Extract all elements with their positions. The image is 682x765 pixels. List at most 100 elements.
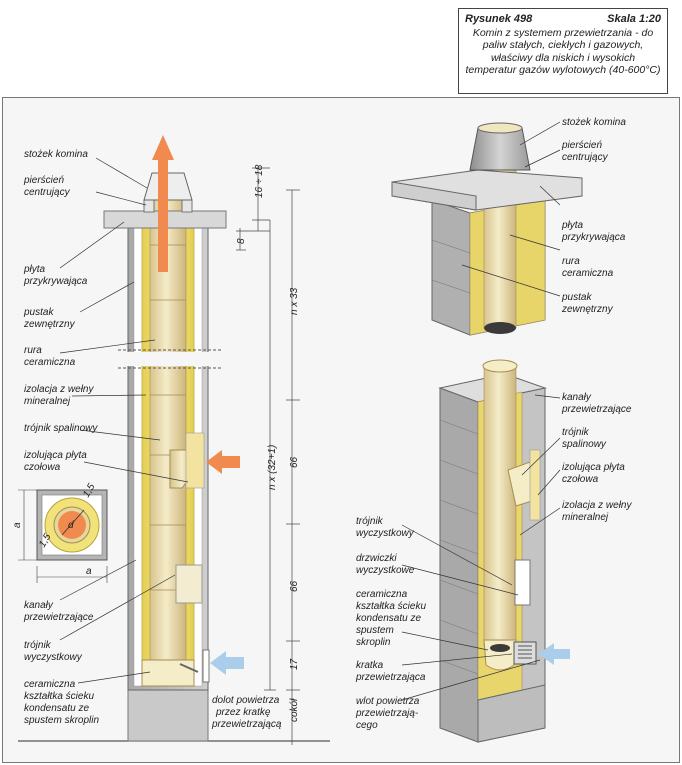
dimension-lines bbox=[236, 167, 300, 745]
vent-grate-left bbox=[202, 649, 210, 683]
dim-plate-thickness: 8 bbox=[236, 238, 247, 244]
rb-label-grate-1: kratka bbox=[356, 660, 384, 671]
label-front-plate-2: czołowa bbox=[24, 462, 61, 473]
label-fitting-4: spustem skroplin bbox=[24, 715, 99, 726]
top-cone bbox=[469, 127, 531, 171]
rb-label-grate-2: przewietrzająca bbox=[355, 672, 426, 683]
rb-label-door-1: drzwiczki bbox=[356, 553, 397, 564]
label-channels-1: kanały bbox=[24, 600, 54, 611]
rb-label-fitting-4: spustem bbox=[356, 625, 394, 636]
rb-label-clean-tee-2: wyczystkowy bbox=[356, 528, 415, 539]
plinth bbox=[127, 689, 209, 742]
figure-description: Komin z systemem przewietrzania - do pal… bbox=[465, 26, 661, 77]
top-pipe-mouth bbox=[477, 122, 523, 134]
rb-pipe-mouth bbox=[482, 359, 518, 373]
right-top-view: stożek komina pierścień centrujący płyta… bbox=[391, 117, 626, 336]
cleaning-door bbox=[175, 564, 203, 604]
rb-block-joints bbox=[439, 419, 479, 675]
label-air-inlet-2: przez kratkę bbox=[215, 707, 271, 718]
rb-label-flue-tee-1: trójnik bbox=[562, 427, 590, 438]
left-leader-lines bbox=[59, 157, 189, 684]
rb-label-fitting-2: kształtka ścieku bbox=[356, 601, 426, 612]
dim-cone-height: 16 ÷ 18 bbox=[254, 164, 265, 198]
block-left-face bbox=[431, 199, 471, 336]
label-front-plate-1: izolująca płyta bbox=[24, 450, 87, 461]
rt-label-ring-2: centrujący bbox=[562, 152, 609, 163]
rb-lower-block bbox=[477, 684, 546, 743]
label-clean-tee-1: trójnik bbox=[24, 640, 52, 651]
break-gap bbox=[126, 352, 210, 366]
flue-inlet-arrow bbox=[206, 450, 240, 474]
rt-label-plate-2: przykrywająca bbox=[561, 232, 626, 243]
rb-vent-grate-slots bbox=[518, 645, 532, 659]
label-plate-2: przykrywająca bbox=[23, 276, 88, 287]
label-insulation-1: izolacja z wełny bbox=[24, 384, 94, 395]
rb-label-air-2: przewietrzają- bbox=[355, 708, 419, 719]
dim-plinth: cokół bbox=[289, 698, 300, 722]
vent-channel-left bbox=[133, 227, 143, 687]
label-insulation-2: mineralnej bbox=[24, 396, 71, 407]
rb-label-insulation-2: mineralnej bbox=[562, 512, 609, 523]
section-diameter-line bbox=[61, 509, 85, 536]
rb-label-front-plate-2: czołowa bbox=[562, 474, 599, 485]
dim-17: 17 bbox=[289, 658, 300, 670]
dim-total: n x (32+1) bbox=[267, 445, 278, 490]
label-plate-1: płyta bbox=[23, 264, 46, 275]
left-section-view: 16 ÷ 18 8 n x 33 n x (32+1) 66 66 17 cok… bbox=[12, 135, 330, 745]
label-fitting-1: ceramiczna bbox=[24, 679, 76, 690]
top-pipe-bore bbox=[484, 322, 516, 334]
label-fitting-3: kondensatu ze bbox=[24, 703, 89, 714]
rb-cleaning-door bbox=[514, 559, 531, 606]
rb-condensate-bore bbox=[490, 644, 510, 652]
section-d: d bbox=[68, 520, 74, 531]
rb-vent-grate bbox=[513, 641, 537, 665]
dim-66b: 66 bbox=[289, 580, 300, 592]
dim-66a: 66 bbox=[289, 456, 300, 468]
front-insulating-plate bbox=[185, 432, 205, 489]
label-air-inlet-3: przewietrzającą bbox=[211, 719, 282, 730]
rb-label-flue-tee-2: spalinowy bbox=[562, 439, 607, 450]
centering-ring-l bbox=[143, 199, 155, 213]
rt-label-cone: stożek komina bbox=[562, 117, 626, 128]
label-clean-tee-2: wyczystkowy bbox=[24, 652, 83, 663]
rb-pipe bbox=[483, 365, 517, 647]
rb-block-left-face bbox=[439, 387, 479, 743]
label-flue-tee: trójnik spalinowy bbox=[24, 423, 98, 434]
rt-label-pipe-2: ceramiczna bbox=[562, 268, 614, 279]
label-fitting-2: kształtka ścieku bbox=[24, 691, 94, 702]
label-block-2: zewnętrzny bbox=[23, 319, 76, 330]
dim-n33: n x 33 bbox=[289, 287, 300, 315]
rt-label-plate-1: płyta bbox=[561, 220, 584, 231]
rb-front-plate bbox=[529, 449, 541, 521]
label-ring-1: pierścień bbox=[23, 175, 64, 186]
label-air-inlet-1: dolot powietrza bbox=[212, 695, 280, 706]
air-inlet-arrow bbox=[210, 651, 244, 675]
rb-label-fitting-3: kondensatu ze bbox=[356, 613, 421, 624]
top-leader-lines bbox=[461, 121, 561, 297]
section-a-bottom: a bbox=[86, 566, 92, 577]
rb-label-clean-tee-1: trójnik bbox=[356, 516, 384, 527]
rb-leader-lines bbox=[401, 394, 561, 701]
rt-label-block-2: zewnętrzny bbox=[561, 304, 614, 315]
label-pipe-2: ceramiczna bbox=[24, 357, 76, 368]
flue-gas-arrow bbox=[152, 135, 174, 272]
rb-label-channels-2: przewietrzające bbox=[561, 404, 632, 415]
rb-label-door-2: wyczystkowe bbox=[356, 565, 415, 576]
rb-label-front-plate-1: izolująca płyta bbox=[562, 462, 625, 473]
label-channels-2: przewietrzające bbox=[23, 612, 94, 623]
rb-label-channels-1: kanały bbox=[562, 392, 592, 403]
label-ring-2: centrujący bbox=[24, 187, 71, 198]
figure-scale: Skala 1:20 bbox=[607, 13, 661, 25]
rb-label-air-3: cego bbox=[356, 720, 378, 731]
label-pipe-1: rura bbox=[24, 345, 42, 356]
rb-label-fitting-5: skroplin bbox=[356, 637, 391, 648]
rt-label-ring-1: pierścień bbox=[561, 140, 602, 151]
cross-section bbox=[18, 489, 108, 583]
label-block-1: pustak bbox=[23, 307, 54, 318]
rb-label-fitting-1: ceramiczna bbox=[356, 589, 408, 600]
section-a-side: a bbox=[12, 522, 23, 528]
rt-label-block-1: pustak bbox=[561, 292, 592, 303]
right-bottom-view: kanały przewietrzające trójnik spalinowy… bbox=[355, 359, 632, 743]
rb-label-insulation-1: izolacja z wełny bbox=[562, 500, 632, 511]
